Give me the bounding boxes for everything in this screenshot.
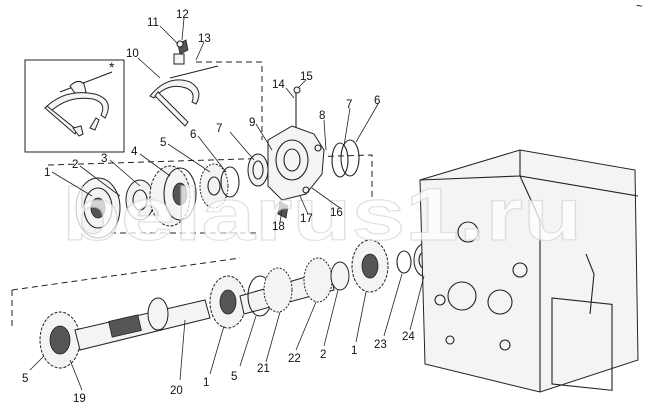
callout-21: 21 — [257, 363, 270, 375]
callout-6-left: 6 — [190, 129, 196, 141]
callout-6-right: 6 — [374, 95, 380, 107]
callout-24: 24 — [402, 331, 415, 343]
callout-8-right: 8 — [319, 110, 325, 122]
corner-mark: ~ — [636, 1, 643, 13]
callout-1-upper: 1 — [44, 167, 50, 179]
callout-18: 18 — [272, 221, 285, 233]
callout-20: 20 — [170, 385, 183, 397]
callout-5-lower-mid: 5 — [231, 371, 237, 383]
callout-15: 15 — [300, 71, 313, 83]
shift-fork-assembly — [149, 39, 219, 127]
inset-asterisk: * — [109, 59, 115, 75]
inset-fork-detail: * — [24, 59, 125, 153]
callout-22: 22 — [288, 353, 301, 365]
callout-2-upper: 2 — [72, 159, 78, 171]
callout-14: 14 — [272, 79, 285, 91]
callout-13: 13 — [198, 33, 211, 45]
guide-line-lower — [11, 257, 241, 326]
watermark-text: belarus1.ru — [62, 173, 582, 256]
callout-3: 3 — [101, 153, 107, 165]
callout-10: 10 — [126, 48, 139, 60]
guide-line-middle — [47, 154, 373, 198]
callout-5-lower-left: 5 — [22, 373, 28, 385]
callout-labels: 1 2 3 4 5 6 7 9 8 10 11 12 13 14 15 16 1… — [22, 9, 415, 405]
guide-line-upper — [196, 61, 263, 140]
main-shaft-assembly — [39, 239, 435, 369]
callout-7-upper: 7 — [216, 123, 222, 135]
callout-23: 23 — [374, 339, 387, 351]
leader-lines — [29, 17, 425, 391]
callout-17: 17 — [300, 213, 313, 225]
callout-12: 12 — [176, 9, 189, 21]
callout-11: 11 — [147, 17, 159, 29]
callout-9: 9 — [249, 117, 255, 129]
callout-2-lower: 2 — [320, 349, 326, 361]
callout-1-lower-mid: 1 — [203, 377, 209, 389]
gearbox-housing — [419, 149, 639, 393]
bearing-housing — [247, 86, 360, 219]
callout-5-upper: 5 — [160, 137, 166, 149]
callout-7-right: 7 — [346, 99, 352, 111]
callout-19: 19 — [73, 393, 86, 405]
callout-1-lower-right: 1 — [351, 345, 357, 357]
callout-4: 4 — [131, 146, 138, 158]
callout-16: 16 — [330, 207, 343, 219]
